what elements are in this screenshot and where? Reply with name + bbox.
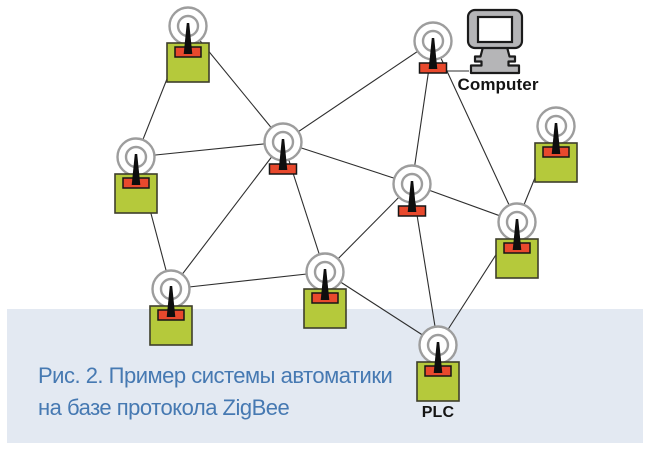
antenna-spikes-layer — [131, 23, 561, 373]
figure-caption-line2: на базе протокола ZigBee — [38, 395, 290, 420]
mesh-link-n4-plc — [324, 271, 439, 346]
antenna-icon-n6 — [512, 219, 522, 250]
antenna-icon-n4 — [320, 269, 330, 300]
antenna-icon-n3 — [166, 286, 176, 317]
antenna-icon-a — [278, 139, 288, 170]
mesh-link-a-c — [282, 141, 413, 185]
antenna-icon-n5 — [551, 123, 561, 154]
mesh-link-a-b — [282, 40, 434, 143]
figure-caption-line1: Рис. 2. Пример системы автоматики — [38, 363, 393, 388]
antenna-icon-n2 — [131, 154, 141, 185]
plc-label: PLC — [422, 404, 455, 421]
mesh-link-a-n3 — [170, 141, 284, 290]
labels-layer: Computer PLC — [422, 75, 539, 421]
mesh-link-a-n4 — [282, 141, 326, 273]
mesh-link-n3-n4 — [170, 271, 326, 290]
caption-band — [7, 309, 643, 443]
computer-icon — [466, 8, 524, 75]
computer-screen — [476, 15, 514, 44]
mesh-link-n2-a — [135, 141, 284, 158]
figure-caption: Рис. 2. Пример системы автоматики на баз… — [38, 360, 598, 424]
computer-pedestal — [469, 45, 521, 75]
antenna-icon-n1 — [183, 23, 193, 54]
antenna-icon-b — [428, 38, 438, 69]
antenna-icon-c — [407, 181, 417, 212]
antenna-icon-plc — [433, 342, 443, 373]
computer-label: Computer — [457, 75, 538, 94]
mesh-link-n4-c — [324, 183, 413, 273]
